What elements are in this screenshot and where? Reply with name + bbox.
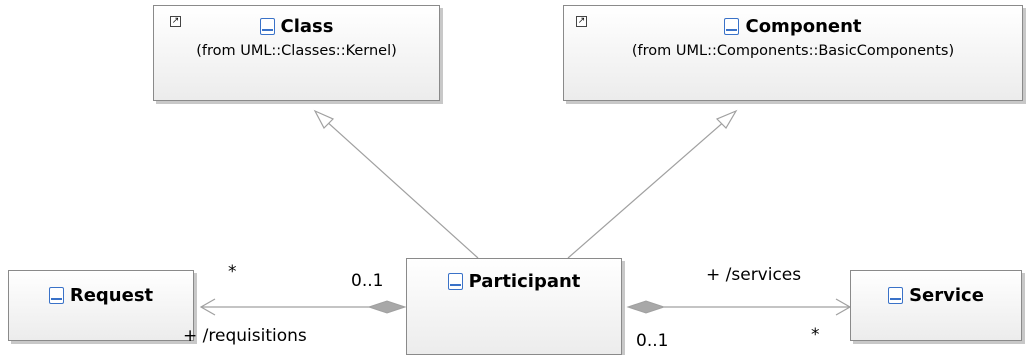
class-from-label: (from UML::Components::BasicComponents) <box>631 43 955 59</box>
role-label-requisitions: + /requisitions <box>183 326 307 346</box>
class-name: Class <box>280 16 334 37</box>
class-from-label: (from UML::Classes::Kernel) <box>196 43 397 59</box>
class-node-class[interactable]: ↗ Class (from UML::Classes::Kernel) <box>153 5 440 101</box>
class-name: Participant <box>468 271 581 292</box>
generalization-arrowhead-component <box>715 109 738 129</box>
navigation-arrow-request <box>199 298 216 316</box>
class-title: Class <box>154 16 439 37</box>
class-name: Request <box>69 285 154 306</box>
class-node-service[interactable]: Service <box>850 270 1022 341</box>
multiplicity-participant-requisitions: 0..1 <box>351 271 384 291</box>
generalization-participant-component[interactable] <box>567 119 727 259</box>
class-name: Service <box>909 285 984 306</box>
class-node-component[interactable]: ↗ Component (from UML::Components::Basic… <box>563 5 1023 101</box>
multiplicity-participant-services: 0..1 <box>636 331 669 351</box>
class-title: Request <box>9 285 193 306</box>
shortcut-arrow-icon: ↗ <box>170 16 181 27</box>
class-name: Component <box>745 16 862 37</box>
class-icon <box>259 18 275 35</box>
class-icon <box>48 287 64 304</box>
shortcut-arrow-icon: ↗ <box>576 16 587 27</box>
class-node-participant[interactable]: Participant <box>406 258 622 355</box>
class-icon <box>724 18 740 35</box>
class-title: Participant <box>407 271 621 292</box>
composition-diamond-requisitions <box>367 300 407 314</box>
multiplicity-request-end: * <box>228 262 237 282</box>
composition-diamond-services <box>626 300 666 314</box>
role-label-services: + /services <box>706 265 802 285</box>
class-node-request[interactable]: Request <box>8 270 194 341</box>
class-icon <box>888 287 904 304</box>
multiplicity-service-end: * <box>811 325 820 345</box>
class-title: Component <box>564 16 1022 37</box>
generalization-participant-class[interactable] <box>324 119 479 259</box>
generalization-arrowhead-class <box>313 109 335 129</box>
class-title: Service <box>851 285 1021 306</box>
class-icon <box>447 273 463 290</box>
